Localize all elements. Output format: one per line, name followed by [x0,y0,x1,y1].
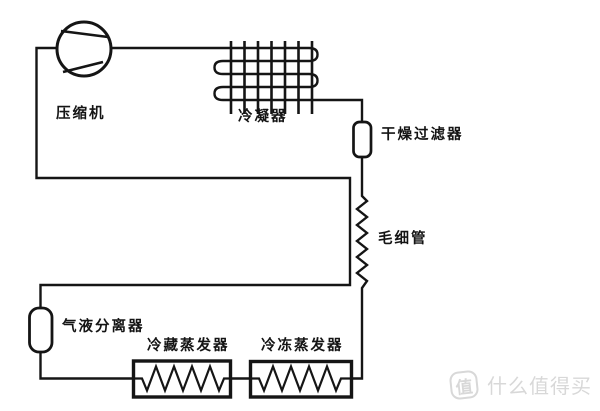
compressor-label: 压缩机 [56,106,106,122]
filter-drier-label: 干燥过滤器 [381,127,464,143]
smzdm-watermark-text: 什么值得买 [487,376,592,398]
condenser-fins [229,41,314,114]
separator-outlet-pipe [39,352,134,380]
capillary-label: 毛细管 [378,231,428,247]
freezer-evaporator-symbol [248,359,354,399]
smzdm-watermark: 值 什么值得买 [448,369,592,400]
condenser-serpentine-pipe [111,46,364,122]
fridge-evaporator-symbol [131,359,233,399]
condenser-label: 冷凝器 [238,109,288,125]
filter-drier-symbol [352,120,373,159]
smzdm-logo-icon: 值 [448,369,480,400]
fridge-evaporator-label: 冷藏蒸发器 [147,338,230,354]
compressor-symbol [55,20,113,78]
freezer-evaporator-label: 冷冻蒸发器 [261,338,344,354]
separator-label: 气液分离器 [62,319,145,335]
suction-pipe [35,46,352,308]
capillary-tube-zigzag [350,157,369,380]
gas-liquid-separator-symbol [28,306,54,354]
